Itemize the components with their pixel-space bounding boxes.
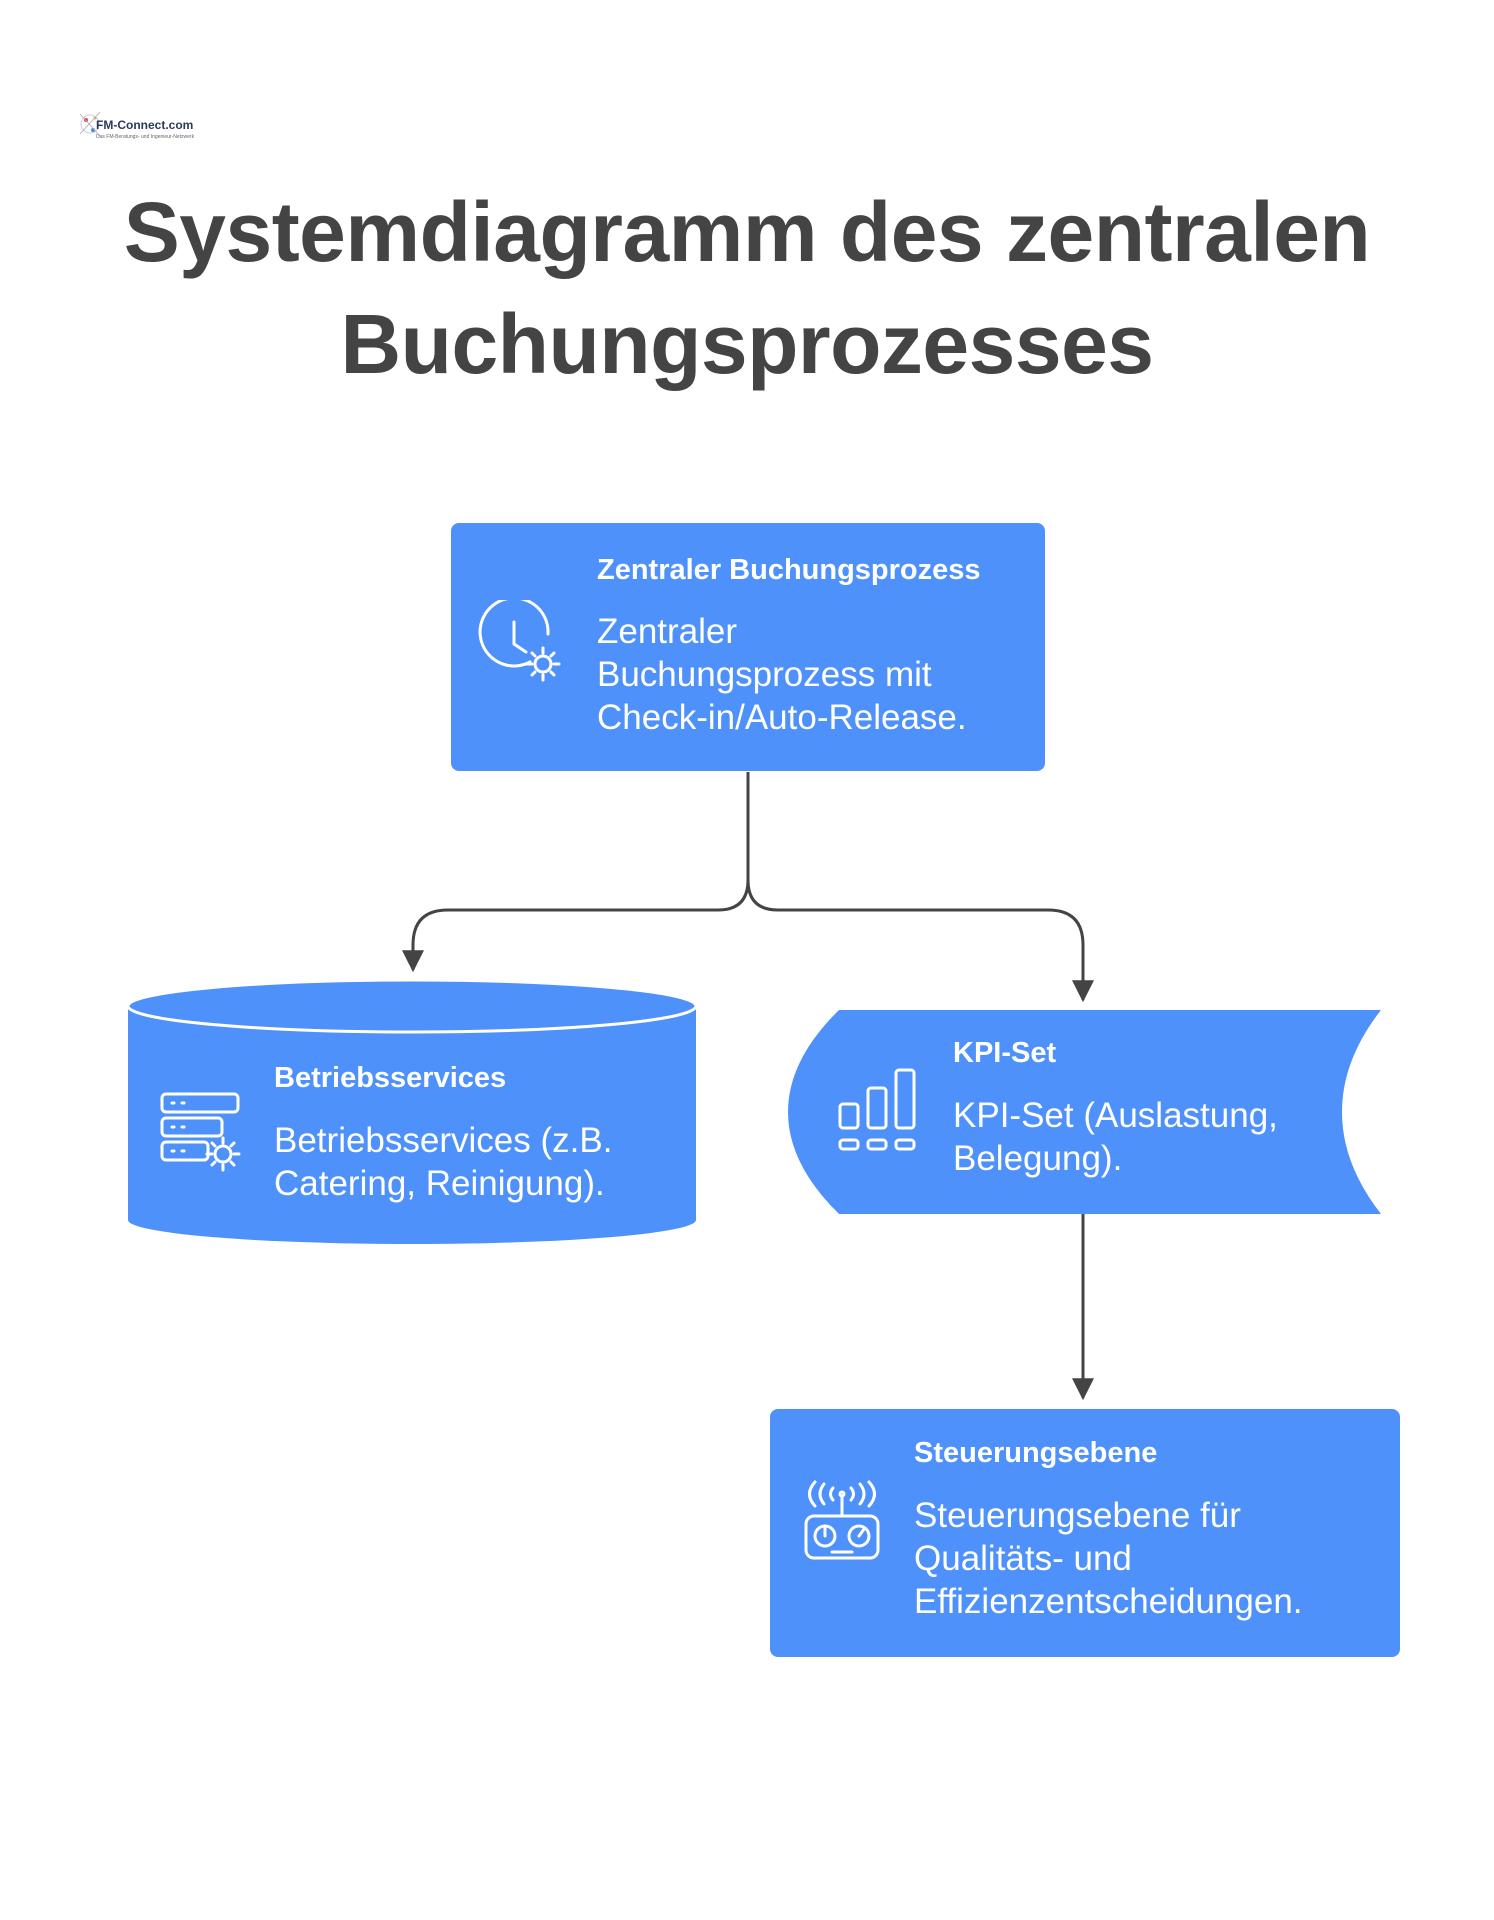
bar-chart-icon — [838, 1068, 916, 1151]
remote-control-icon — [804, 1480, 880, 1560]
node-services-shape[interactable] — [126, 978, 698, 1244]
edge-central-to-services — [402, 772, 750, 973]
page-title: Systemdiagramm des zentralen Buchungspro… — [0, 176, 1494, 400]
title-line-2: Buchungsprozesses — [340, 297, 1154, 391]
logo-name: FM-Connect.com — [96, 118, 194, 132]
node-kpi-shape[interactable] — [788, 1010, 1381, 1214]
node-central-shape[interactable] — [451, 523, 1045, 771]
node-kpi-title: KPI-Set — [953, 1037, 1057, 1069]
node-services-description: Betriebsservices (z.B. Catering, Reinigu… — [274, 1121, 613, 1203]
node-services-title: Betriebsservices — [274, 1062, 507, 1094]
server-gear-icon — [160, 1092, 241, 1172]
node-central-description: Zentraler Buchungsprozess mit Check-in/A… — [597, 612, 967, 737]
title-line-1: Systemdiagramm des zentralen — [123, 185, 1371, 279]
fm-connect-logo — [79, 111, 101, 137]
node-control-description: Steuerungsebene für Qualitäts- und Effiz… — [914, 1496, 1303, 1621]
logo-tagline: Das FM-Beratungs- und Ingenieur-Netzwerk — [96, 134, 195, 140]
node-control-title: Steuerungsebene — [914, 1437, 1158, 1469]
node-central-title: Zentraler Buchungsprozess — [597, 554, 981, 586]
edge-central-to-kpi — [746, 879, 1094, 1003]
node-control-shape[interactable] — [770, 1409, 1400, 1657]
node-kpi-description: KPI-Set (Auslastung, Belegung). — [953, 1096, 1278, 1178]
clock-gear-icon — [478, 600, 561, 682]
